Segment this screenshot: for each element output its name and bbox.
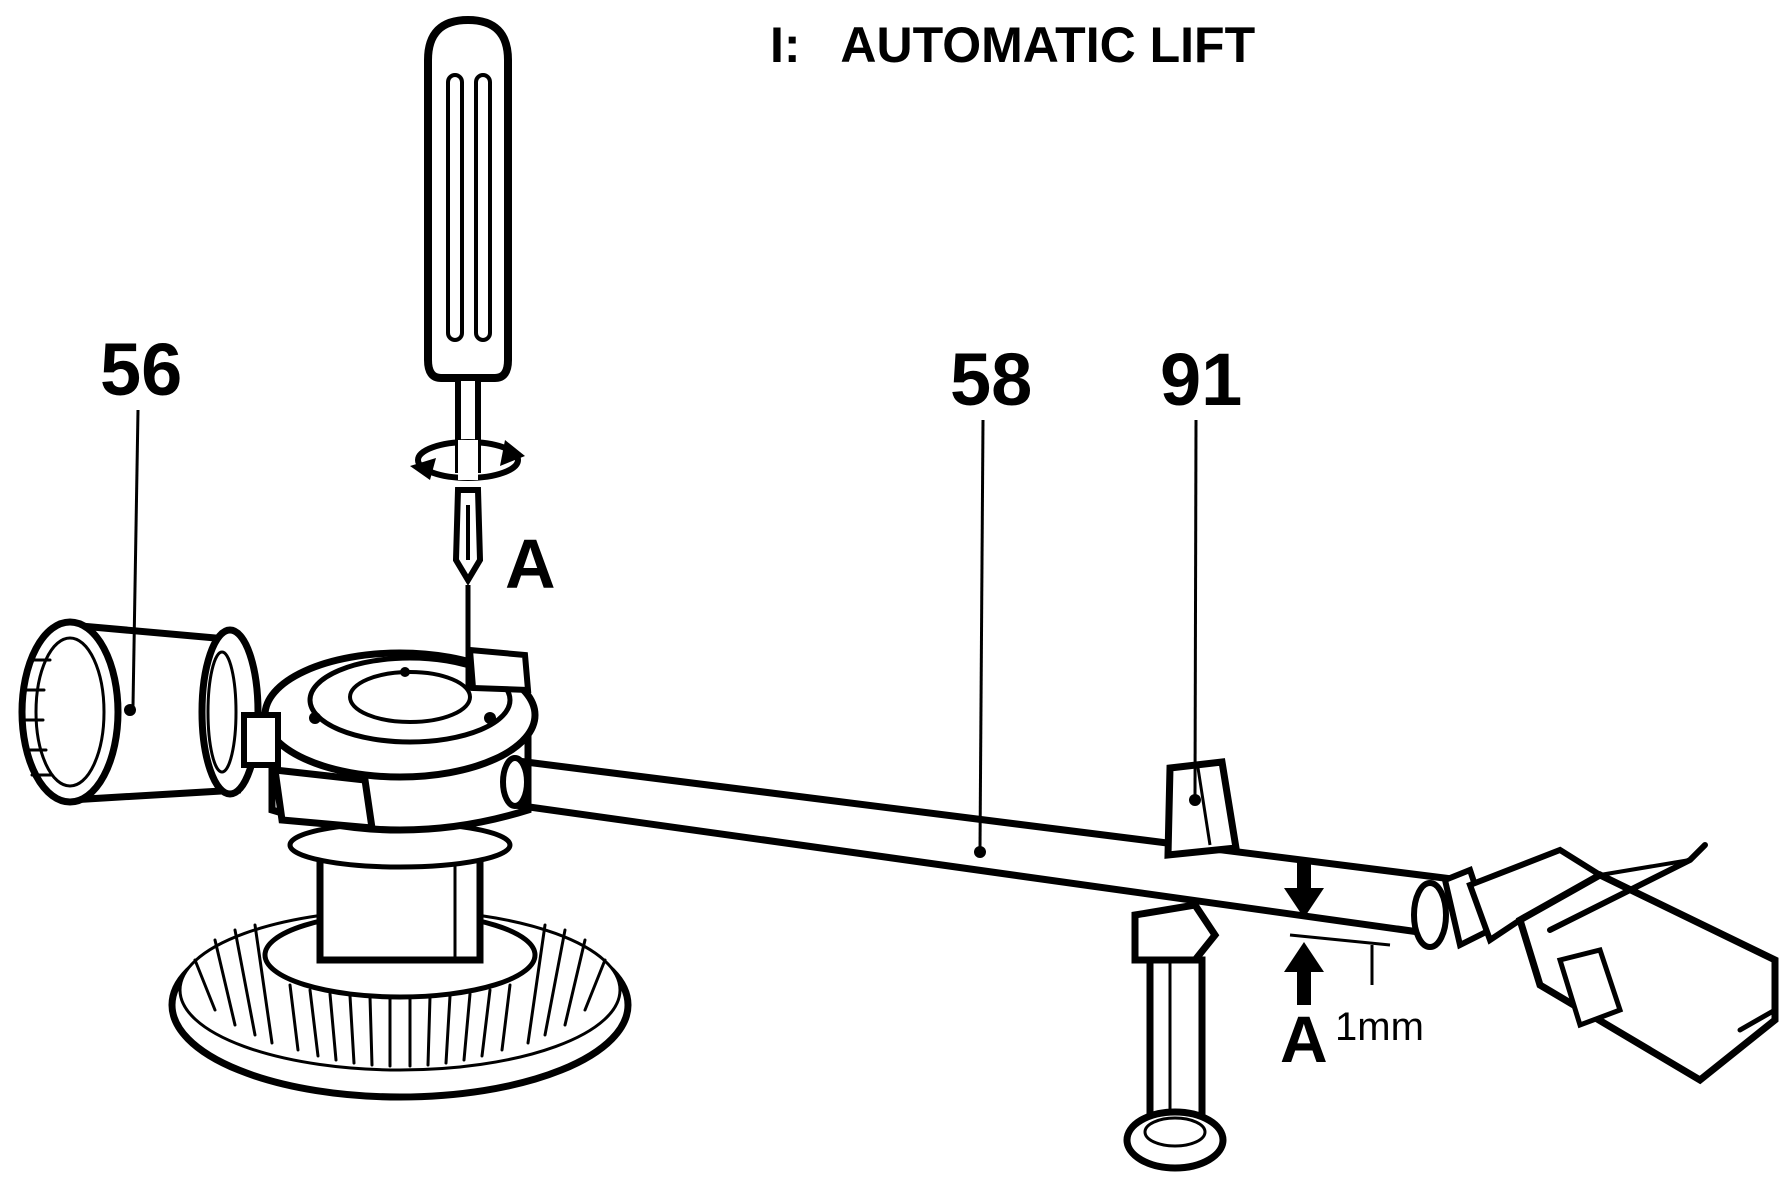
callout-1mm: 1mm bbox=[1335, 1005, 1424, 1049]
lift-bar bbox=[1164, 758, 1241, 859]
leader-line-56 bbox=[131, 409, 140, 707]
base-ridges bbox=[193, 923, 607, 1068]
page-title: I: AUTOMATIC LIFT bbox=[770, 17, 1255, 73]
callout-a-bottom: A bbox=[1280, 1002, 1328, 1076]
leader-line-58 bbox=[978, 419, 985, 849]
counterweight bbox=[18, 618, 281, 806]
up-arrow-icon bbox=[1284, 942, 1324, 1005]
screwdriver-icon bbox=[424, 15, 512, 586]
callout-91: 91 bbox=[1160, 338, 1242, 421]
rotate-arrow-icon bbox=[410, 439, 525, 481]
callout-56: 56 bbox=[100, 328, 182, 411]
callout-a-top: A bbox=[505, 525, 556, 603]
down-arrow-icon bbox=[1284, 860, 1324, 918]
headshell bbox=[1411, 842, 1779, 1085]
callout-58: 58 bbox=[950, 338, 1032, 421]
lift-post bbox=[1123, 901, 1227, 1172]
leader-line-91 bbox=[1193, 419, 1198, 797]
clearance-line bbox=[1289, 933, 1391, 947]
